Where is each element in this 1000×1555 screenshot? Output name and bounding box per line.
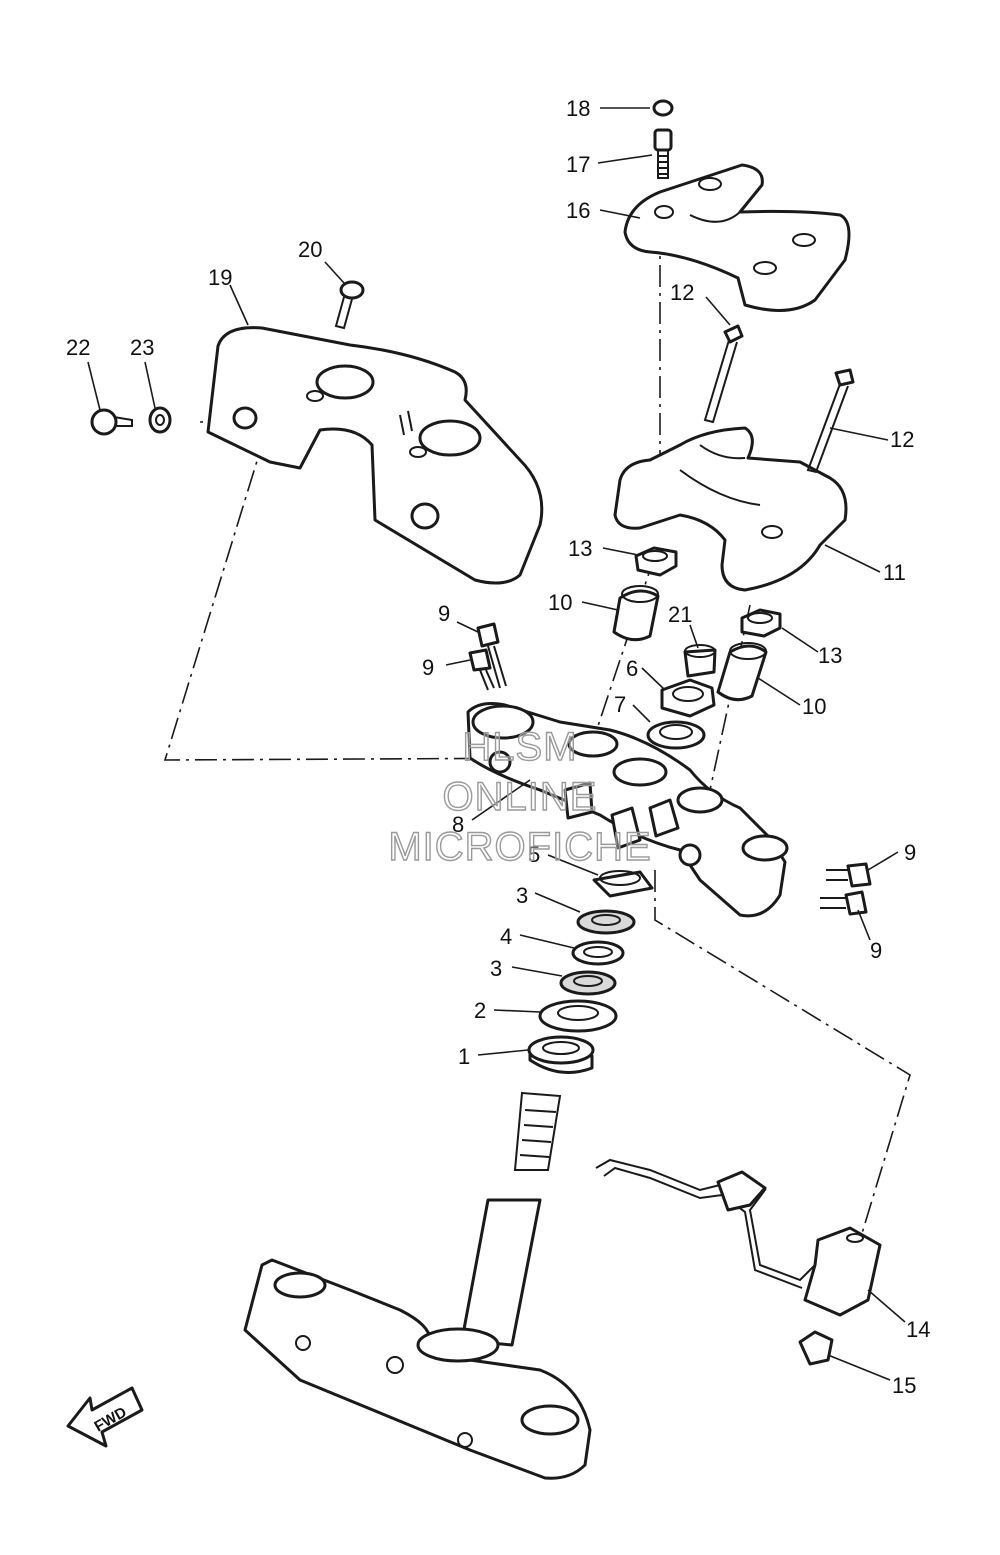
stem-nut-washer — [646, 678, 716, 750]
callout-6: 6 — [626, 656, 638, 681]
callout-9-top: 9 — [438, 601, 450, 626]
upper-bracket — [466, 702, 789, 918]
callout-7: 7 — [614, 692, 626, 717]
callout-12-upper: 12 — [670, 280, 694, 305]
watermark-line-1: HLSM — [462, 725, 577, 769]
callout-11: 11 — [883, 560, 906, 585]
cover-screws — [90, 280, 365, 436]
callout-1: 1 — [458, 1044, 470, 1069]
clamp-bushings — [612, 546, 782, 702]
cable-guide-bracket — [595, 1158, 882, 1366]
callout-10-left: 10 — [548, 590, 572, 615]
cap-and-bolt — [652, 99, 674, 179]
callout-9-second: 9 — [422, 655, 434, 680]
callout-labels: 18 17 16 12 12 11 13 13 10 10 21 6 7 8 9… — [66, 96, 930, 1398]
callout-17: 17 — [566, 152, 590, 177]
fwd-arrow-icon: FWD — [66, 1386, 144, 1448]
callout-13-left: 13 — [568, 536, 592, 561]
callout-21: 21 — [668, 602, 692, 627]
callout-22: 22 — [66, 335, 90, 360]
callout-15: 15 — [892, 1373, 916, 1398]
callout-10-right: 10 — [802, 694, 826, 719]
handlebar-cover — [206, 326, 544, 585]
callout-5: 5 — [528, 842, 540, 867]
callout-4: 4 — [500, 924, 512, 949]
callout-3-lower: 3 — [490, 956, 502, 981]
callout-12-right: 12 — [890, 427, 914, 452]
callout-2: 2 — [474, 998, 486, 1023]
callout-23: 23 — [130, 335, 154, 360]
lower-bracket-stem — [243, 1091, 592, 1480]
callout-9-right: 9 — [904, 840, 916, 865]
lower-handlebar-clamp — [613, 426, 848, 592]
watermark-line-2: ONLINE — [443, 775, 598, 819]
bearing-stack — [527, 870, 654, 1074]
bracket-bolts — [468, 622, 872, 916]
long-bolts — [703, 324, 855, 474]
callout-3-upper: 3 — [516, 883, 528, 908]
callout-19: 19 — [208, 265, 232, 290]
callout-20: 20 — [298, 237, 322, 262]
callout-16: 16 — [566, 198, 590, 223]
callout-8: 8 — [452, 812, 464, 837]
leader-lines — [87, 107, 906, 1381]
callout-18: 18 — [566, 96, 590, 121]
callout-14: 14 — [906, 1317, 930, 1342]
watermark-line-3: MICROFICHE — [388, 825, 651, 869]
watermark: HLSM ONLINE MICROFICHE — [388, 724, 652, 869]
callout-9-lower-right: 9 — [870, 938, 882, 963]
callout-13-right: 13 — [818, 643, 842, 668]
upper-handlebar-clamp — [623, 163, 851, 312]
